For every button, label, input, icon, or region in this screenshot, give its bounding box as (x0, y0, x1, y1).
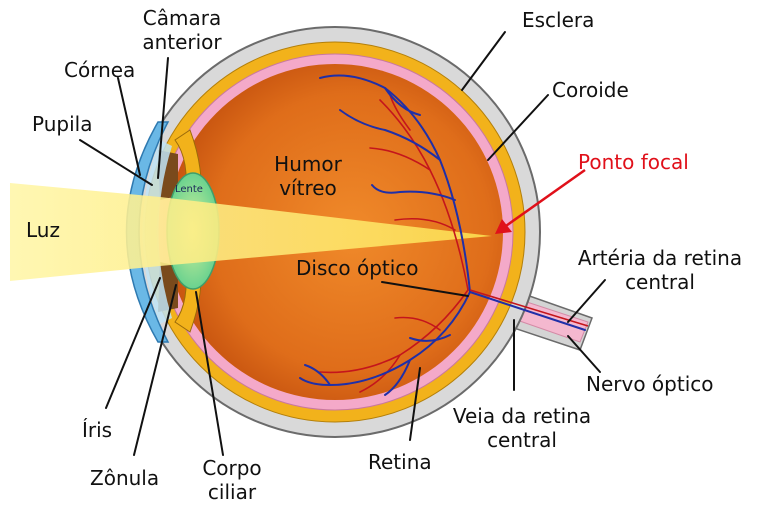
label-veia-line2: central (440, 428, 604, 452)
label-retina: Retina (368, 450, 432, 474)
label-arteria-retina-central: Artéria da retina central (562, 246, 758, 294)
label-veia-line1: Veia da retina (440, 404, 604, 428)
label-cornea: Córnea (64, 58, 135, 82)
label-camara-line1: Câmara (132, 6, 232, 30)
label-arteria-line1: Artéria da retina (562, 246, 758, 270)
label-humor-vitreo: Humor vítreo (258, 152, 358, 200)
label-corpo-line2: ciliar (192, 480, 272, 504)
label-coroide: Coroide (552, 78, 629, 102)
label-corpo-line1: Corpo (192, 456, 272, 480)
label-camara-line2: anterior (132, 30, 232, 54)
label-pupila: Pupila (32, 112, 92, 136)
label-nervo-optico: Nervo óptico (586, 372, 713, 396)
label-ponto-focal: Ponto focal (578, 150, 689, 174)
label-humor-line2: vítreo (258, 176, 358, 200)
label-arteria-line2: central (562, 270, 758, 294)
label-camara-anterior: Câmara anterior (132, 6, 232, 54)
label-zonula: Zônula (90, 466, 159, 490)
label-lente: Lente (175, 184, 203, 196)
label-disco-optico: Disco óptico (296, 256, 419, 280)
label-humor-line1: Humor (258, 152, 358, 176)
label-iris: Íris (82, 418, 112, 442)
label-luz: Luz (26, 218, 60, 242)
label-veia-retina-central: Veia da retina central (440, 404, 604, 452)
label-esclera: Esclera (522, 8, 594, 32)
label-corpo-ciliar: Corpo ciliar (192, 456, 272, 504)
